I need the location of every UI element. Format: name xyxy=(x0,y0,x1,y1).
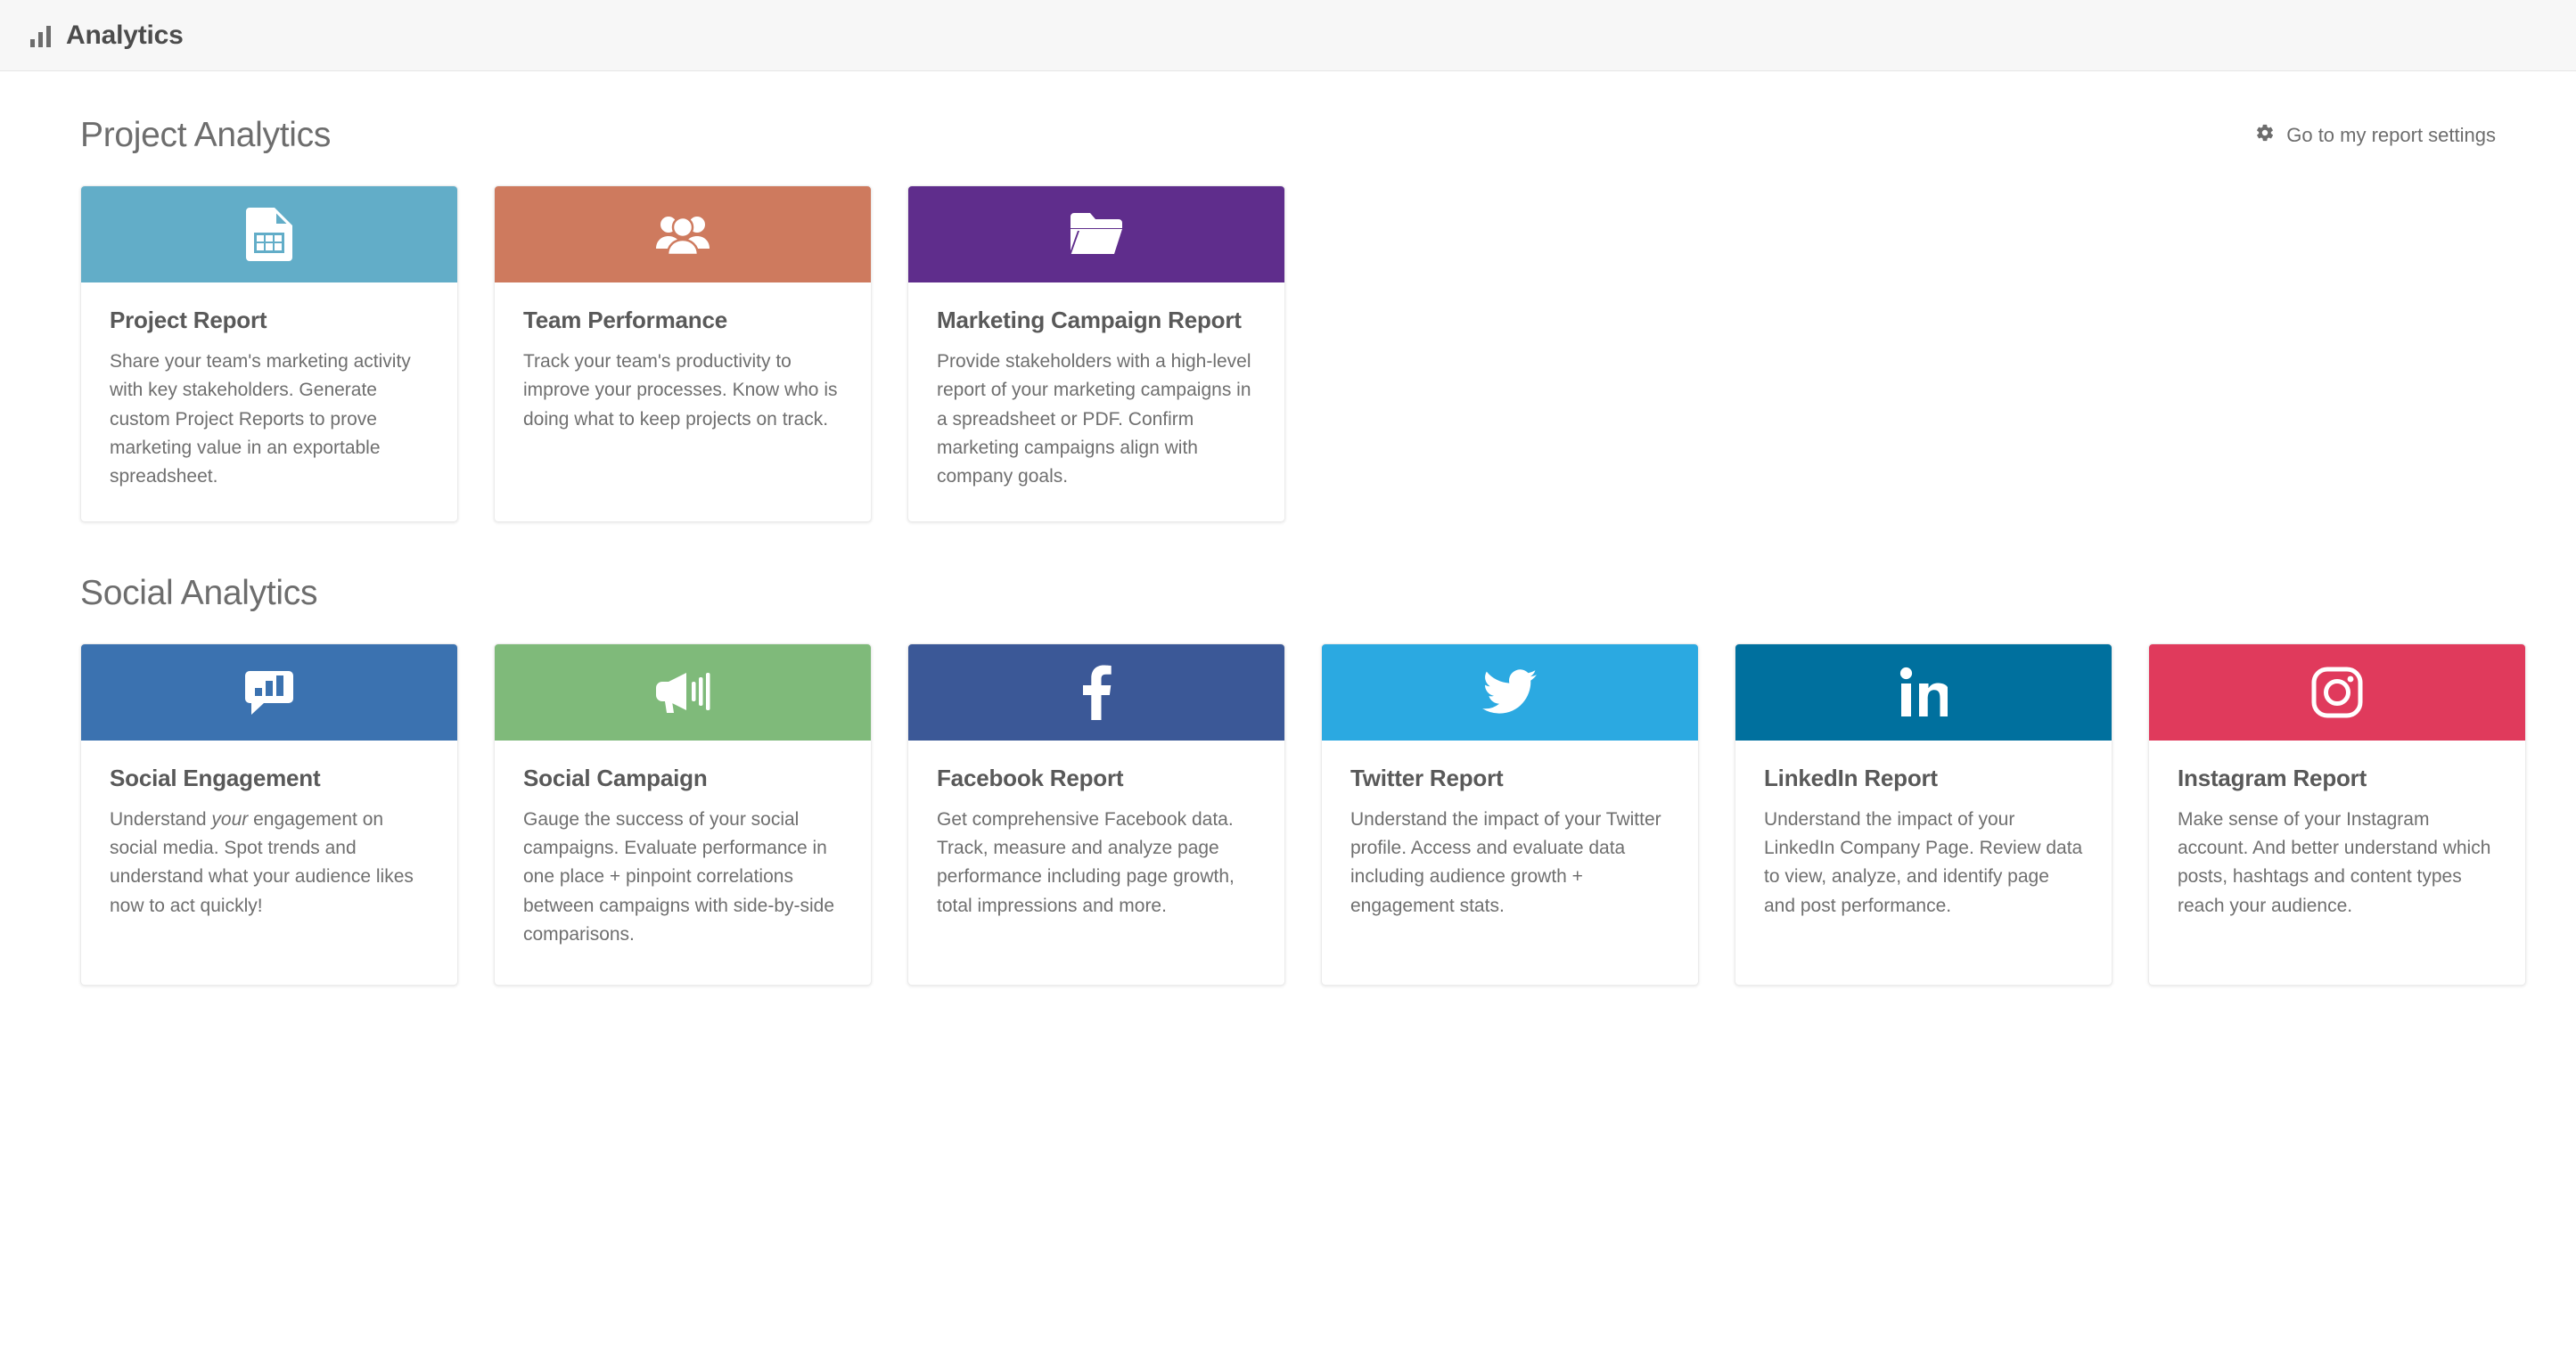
card-body: Facebook Report Get comprehensive Facebo… xyxy=(908,741,1284,956)
card-description: Gauge the success of your social campaig… xyxy=(523,809,835,945)
twitter-icon xyxy=(1481,664,1538,721)
card-social-engagement[interactable]: Social Engagement Understand your engage… xyxy=(80,643,458,986)
card-description: Understand the impact of your Twitter pr… xyxy=(1350,809,1661,916)
card-banner xyxy=(908,643,1284,741)
facebook-icon xyxy=(1068,664,1125,721)
users-group-icon xyxy=(654,206,711,263)
card-title: Project Report xyxy=(110,307,267,333)
card-banner xyxy=(2149,643,2525,741)
card-title: Social Campaign xyxy=(523,764,708,791)
card-body: Marketing Campaign Report Provide stakeh… xyxy=(908,282,1284,521)
card-description: Track your team's productivity to improv… xyxy=(523,351,838,430)
card-body: Twitter Report Understand the impact of … xyxy=(1322,741,1698,956)
card-banner xyxy=(81,186,457,282)
card-body: LinkedIn Report Understand the impact of… xyxy=(1735,741,2112,956)
megaphone-icon xyxy=(654,664,711,721)
card-title: Twitter Report xyxy=(1350,764,1504,791)
card-banner xyxy=(81,643,457,741)
report-settings-label: Go to my report settings xyxy=(2286,124,2496,146)
card-banner xyxy=(1322,643,1698,741)
card-title: Facebook Report xyxy=(937,764,1124,791)
card-body: Project Report Share your team's marketi… xyxy=(81,282,457,521)
card-project-report[interactable]: Project Report Share your team's marketi… xyxy=(80,185,458,522)
card-title: LinkedIn Report xyxy=(1764,764,1938,791)
card-banner xyxy=(495,643,871,741)
desc-suffix: engagement on social media. Spot trends … xyxy=(110,809,414,916)
desc-emphasis: your xyxy=(211,809,249,831)
card-instagram-report[interactable]: Instagram Report Make sense of your Inst… xyxy=(2148,643,2526,986)
top-bar: Analytics xyxy=(0,0,2576,71)
card-linkedin-report[interactable]: LinkedIn Report Understand the impact of… xyxy=(1735,643,2112,986)
card-description: Provide stakeholders with a high-level r… xyxy=(937,351,1251,487)
project-report-card-grid: Project Report Share your team's marketi… xyxy=(80,185,2496,522)
open-folder-icon xyxy=(1068,206,1125,263)
content-area: Project Analytics Go to my report settin… xyxy=(0,71,2576,1367)
chat-bar-chart-icon xyxy=(241,664,298,721)
card-title: Team Performance xyxy=(523,307,727,333)
desc-prefix: Understand xyxy=(110,809,212,831)
social-report-card-grid: Social Engagement Understand your engage… xyxy=(80,643,2526,986)
page-title: Analytics xyxy=(66,20,184,50)
card-banner xyxy=(1735,643,2112,741)
card-description: Make sense of your Instagram account. An… xyxy=(2178,809,2491,916)
card-description: Get comprehensive Facebook data. Track, … xyxy=(937,809,1235,916)
project-analytics-title: Project Analytics xyxy=(80,116,332,154)
report-settings-link[interactable]: Go to my report settings xyxy=(2255,123,2496,148)
card-body: Social Engagement Understand your engage… xyxy=(81,741,457,956)
bar-chart-icon xyxy=(30,24,53,47)
card-description: Understand the impact of your LinkedIn C… xyxy=(1764,809,2083,916)
card-description: Share your team's marketing activity wit… xyxy=(110,351,411,487)
spreadsheet-document-icon xyxy=(241,206,298,263)
card-title: Instagram Report xyxy=(2178,764,2367,791)
section-social-analytics: Social Analytics xyxy=(80,574,2526,986)
card-team-performance[interactable]: Team Performance Track your team's produ… xyxy=(494,185,872,522)
social-analytics-header: Social Analytics xyxy=(80,574,2496,613)
card-twitter-report[interactable]: Twitter Report Understand the impact of … xyxy=(1321,643,1699,986)
project-analytics-header: Project Analytics Go to my report settin… xyxy=(80,116,2496,155)
linkedin-icon xyxy=(1895,664,1952,721)
instagram-icon xyxy=(2309,664,2366,721)
card-title: Social Engagement xyxy=(110,764,321,791)
social-analytics-title: Social Analytics xyxy=(80,573,318,612)
card-description: Understand your engagement on social med… xyxy=(110,806,429,921)
card-body: Instagram Report Make sense of your Inst… xyxy=(2149,741,2525,956)
card-banner xyxy=(495,186,871,282)
card-body: Team Performance Track your team's produ… xyxy=(495,282,871,464)
gear-icon xyxy=(2255,123,2275,148)
card-marketing-campaign-report[interactable]: Marketing Campaign Report Provide stakeh… xyxy=(907,185,1285,522)
section-project-analytics: Project Analytics Go to my report settin… xyxy=(80,116,2496,522)
card-title: Marketing Campaign Report xyxy=(937,307,1242,333)
card-facebook-report[interactable]: Facebook Report Get comprehensive Facebo… xyxy=(907,643,1285,986)
card-banner xyxy=(908,186,1284,282)
card-social-campaign[interactable]: Social Campaign Gauge the success of you… xyxy=(494,643,872,986)
card-body: Social Campaign Gauge the success of you… xyxy=(495,741,871,985)
